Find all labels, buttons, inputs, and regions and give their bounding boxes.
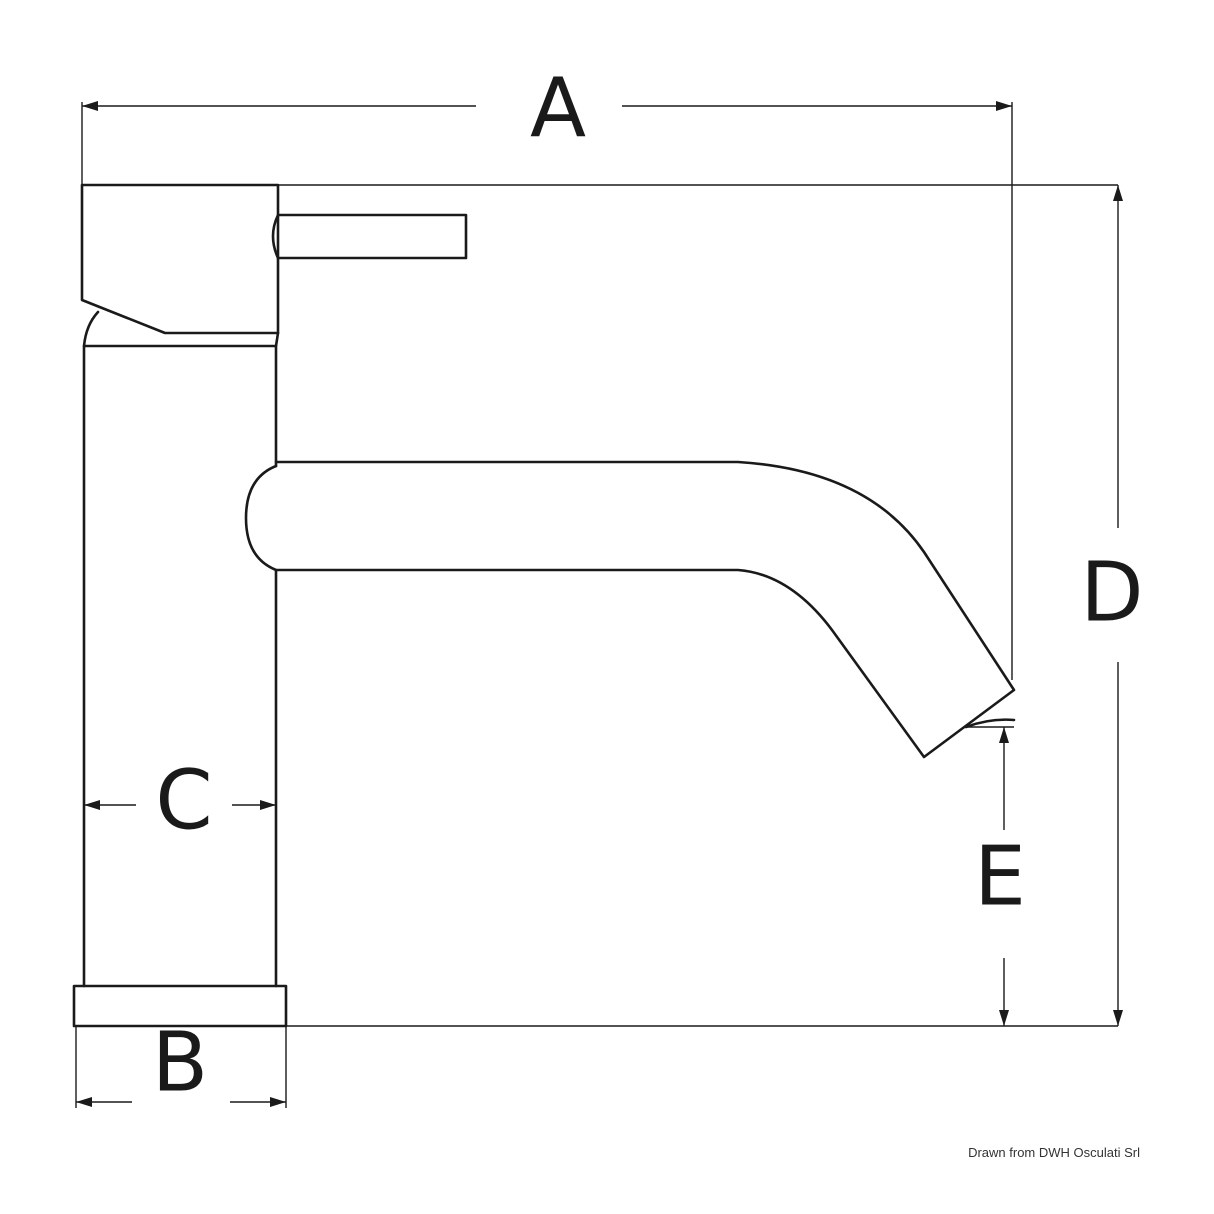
handle-block	[80, 183, 280, 335]
dim-b-arrow-right	[270, 1097, 286, 1107]
dim-label-c: C	[155, 753, 212, 848]
dim-label-a: A	[530, 61, 586, 156]
credit-text: Drawn from DWH Osculati Srl	[968, 1145, 1140, 1160]
dim-e-arrow-top	[999, 727, 1009, 743]
spout	[244, 460, 1016, 759]
dim-label-d: D	[1080, 545, 1143, 640]
base-plate	[72, 984, 288, 1028]
dim-e-arrow-bottom	[999, 1010, 1009, 1026]
lever-handle	[276, 213, 468, 260]
dim-d-arrow-bottom	[1113, 1010, 1123, 1026]
dim-c-arrow-left	[84, 800, 100, 810]
faucet-body	[82, 344, 278, 988]
dim-a-arrow-right	[996, 101, 1012, 111]
body-collar	[82, 310, 280, 348]
dim-a-arrow-left	[82, 101, 98, 111]
spout-outlet	[964, 718, 1016, 729]
dimension-lines	[75, 101, 1123, 1108]
dimension-labels: A D C E B	[152, 61, 1144, 1110]
dim-b-arrow-left	[76, 1097, 92, 1107]
dim-c-arrow-right	[260, 800, 276, 810]
lever-stem	[271, 213, 280, 260]
dim-label-e: E	[974, 829, 1026, 924]
faucet-drawing	[72, 183, 1016, 1028]
dim-label-b: B	[152, 1015, 208, 1110]
dim-d-arrow-top	[1113, 185, 1123, 201]
